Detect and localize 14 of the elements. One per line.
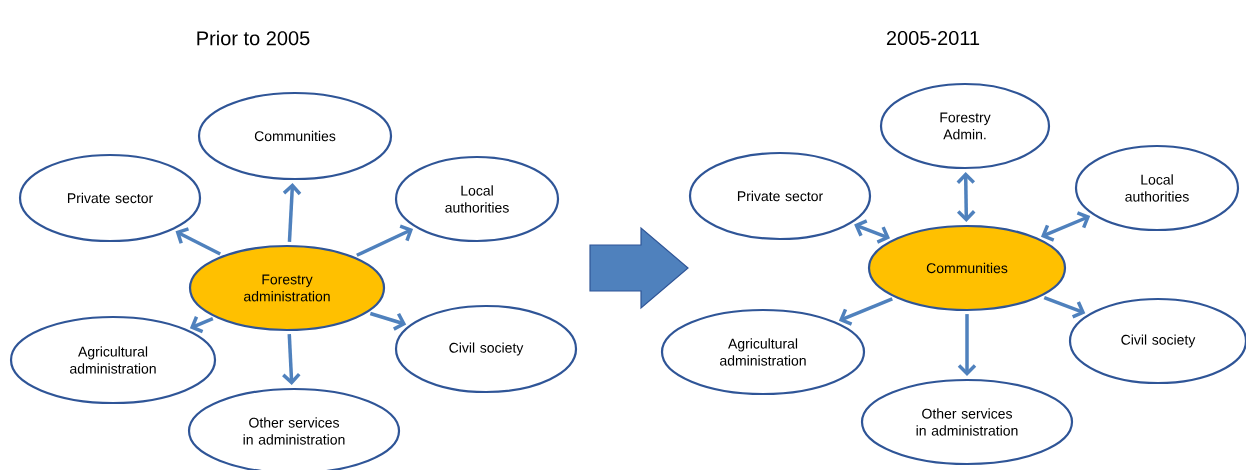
heading: Prior to 2005 (197, 30, 310, 46)
arrow (1043, 295, 1086, 319)
arrow (369, 311, 407, 331)
arrow (356, 224, 414, 257)
arrow (282, 334, 301, 385)
arrow (956, 172, 976, 222)
arrow (189, 316, 214, 334)
arrow (1040, 211, 1091, 242)
arrow (957, 314, 977, 376)
arrow (175, 227, 221, 256)
arrow (854, 219, 890, 244)
heading: 2005-2011 (886, 30, 980, 46)
arrow (282, 183, 302, 242)
arrow (838, 297, 893, 326)
